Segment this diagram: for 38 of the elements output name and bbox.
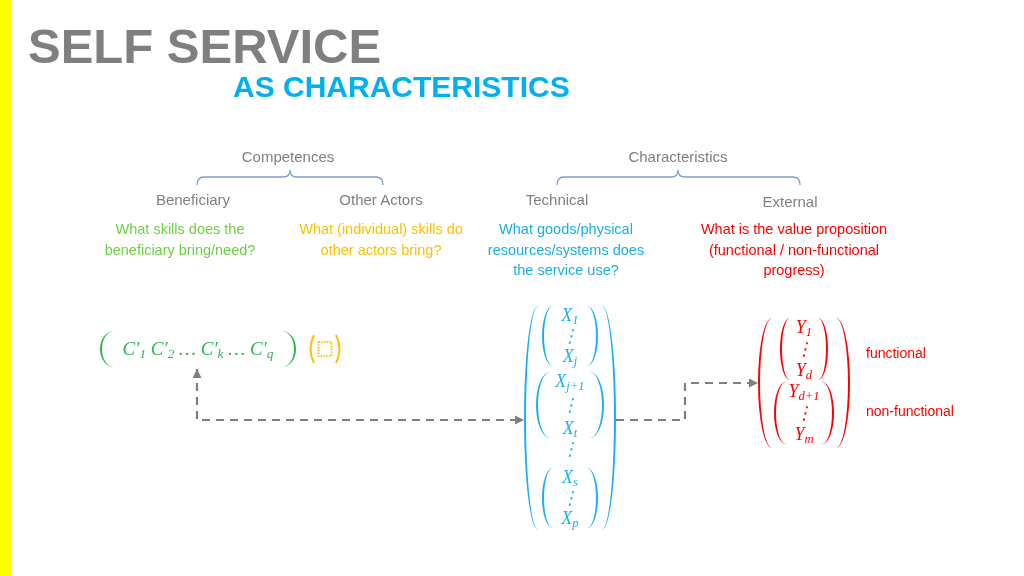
- vector-entry: X$_{s}$: [562, 468, 578, 487]
- side-label: functional: [866, 345, 926, 361]
- column-vector: [524, 306, 616, 530]
- sub-vector: [542, 468, 598, 528]
- group-heading: Characteristics: [628, 147, 728, 167]
- dashed-arrow: [616, 378, 758, 422]
- vector-entry: C′$_{1}$ C′$_{2}$ … C′$_{k}$ … C′$_{q}$: [122, 339, 274, 359]
- dashed-arrow: [192, 369, 524, 425]
- category-label: External: [762, 192, 818, 212]
- question-text: What (individual) skills do other actors bring?: [298, 220, 464, 260]
- vector-entry: X$_{p}$: [561, 509, 579, 528]
- category-label: Beneficiary: [155, 190, 231, 210]
- vector-entry: X$_{j}$: [562, 347, 578, 366]
- vector-entry: X$_{1}$: [561, 306, 579, 325]
- vector-entry: ⋮: [561, 440, 579, 459]
- question-text: What is the value proposition (functional / non-functional progress): [699, 220, 889, 280]
- vector-entry: Y$_{m}$: [794, 425, 814, 444]
- vector-entry: Y$_{1}$: [795, 318, 813, 337]
- vector-entry: ⋮: [561, 326, 579, 346]
- question-text: What goods/physical resources/systems does the service use?: [486, 220, 646, 280]
- vector-entry: ⋮: [561, 488, 579, 508]
- sub-vector: [774, 382, 834, 444]
- group-heading: Competences: [241, 147, 335, 167]
- vector-entry: Y$_{d}$: [795, 361, 813, 380]
- side-label: non-functional: [866, 403, 954, 419]
- category-label: Other Actors: [339, 190, 423, 210]
- sub-vector: [780, 318, 828, 380]
- sub-vector: [542, 306, 598, 366]
- category-label: Technical: [525, 190, 589, 210]
- vector-entry: X$_{t}$: [562, 419, 578, 438]
- question-text: What skills does the beneficiary bring/need?: [103, 220, 257, 260]
- vector-entry: ⋮: [795, 339, 813, 359]
- vector-entry: Y$_{d+1}$: [788, 382, 820, 401]
- vector-entry: ⋮: [561, 395, 579, 415]
- slide-title: SELF SERVICE AS CHARACTERISTICS: [28, 22, 570, 102]
- vector-entry: ⋮: [795, 403, 813, 423]
- sub-vector: [536, 372, 604, 438]
- vector-entry: X$_{j+1}$: [555, 372, 585, 391]
